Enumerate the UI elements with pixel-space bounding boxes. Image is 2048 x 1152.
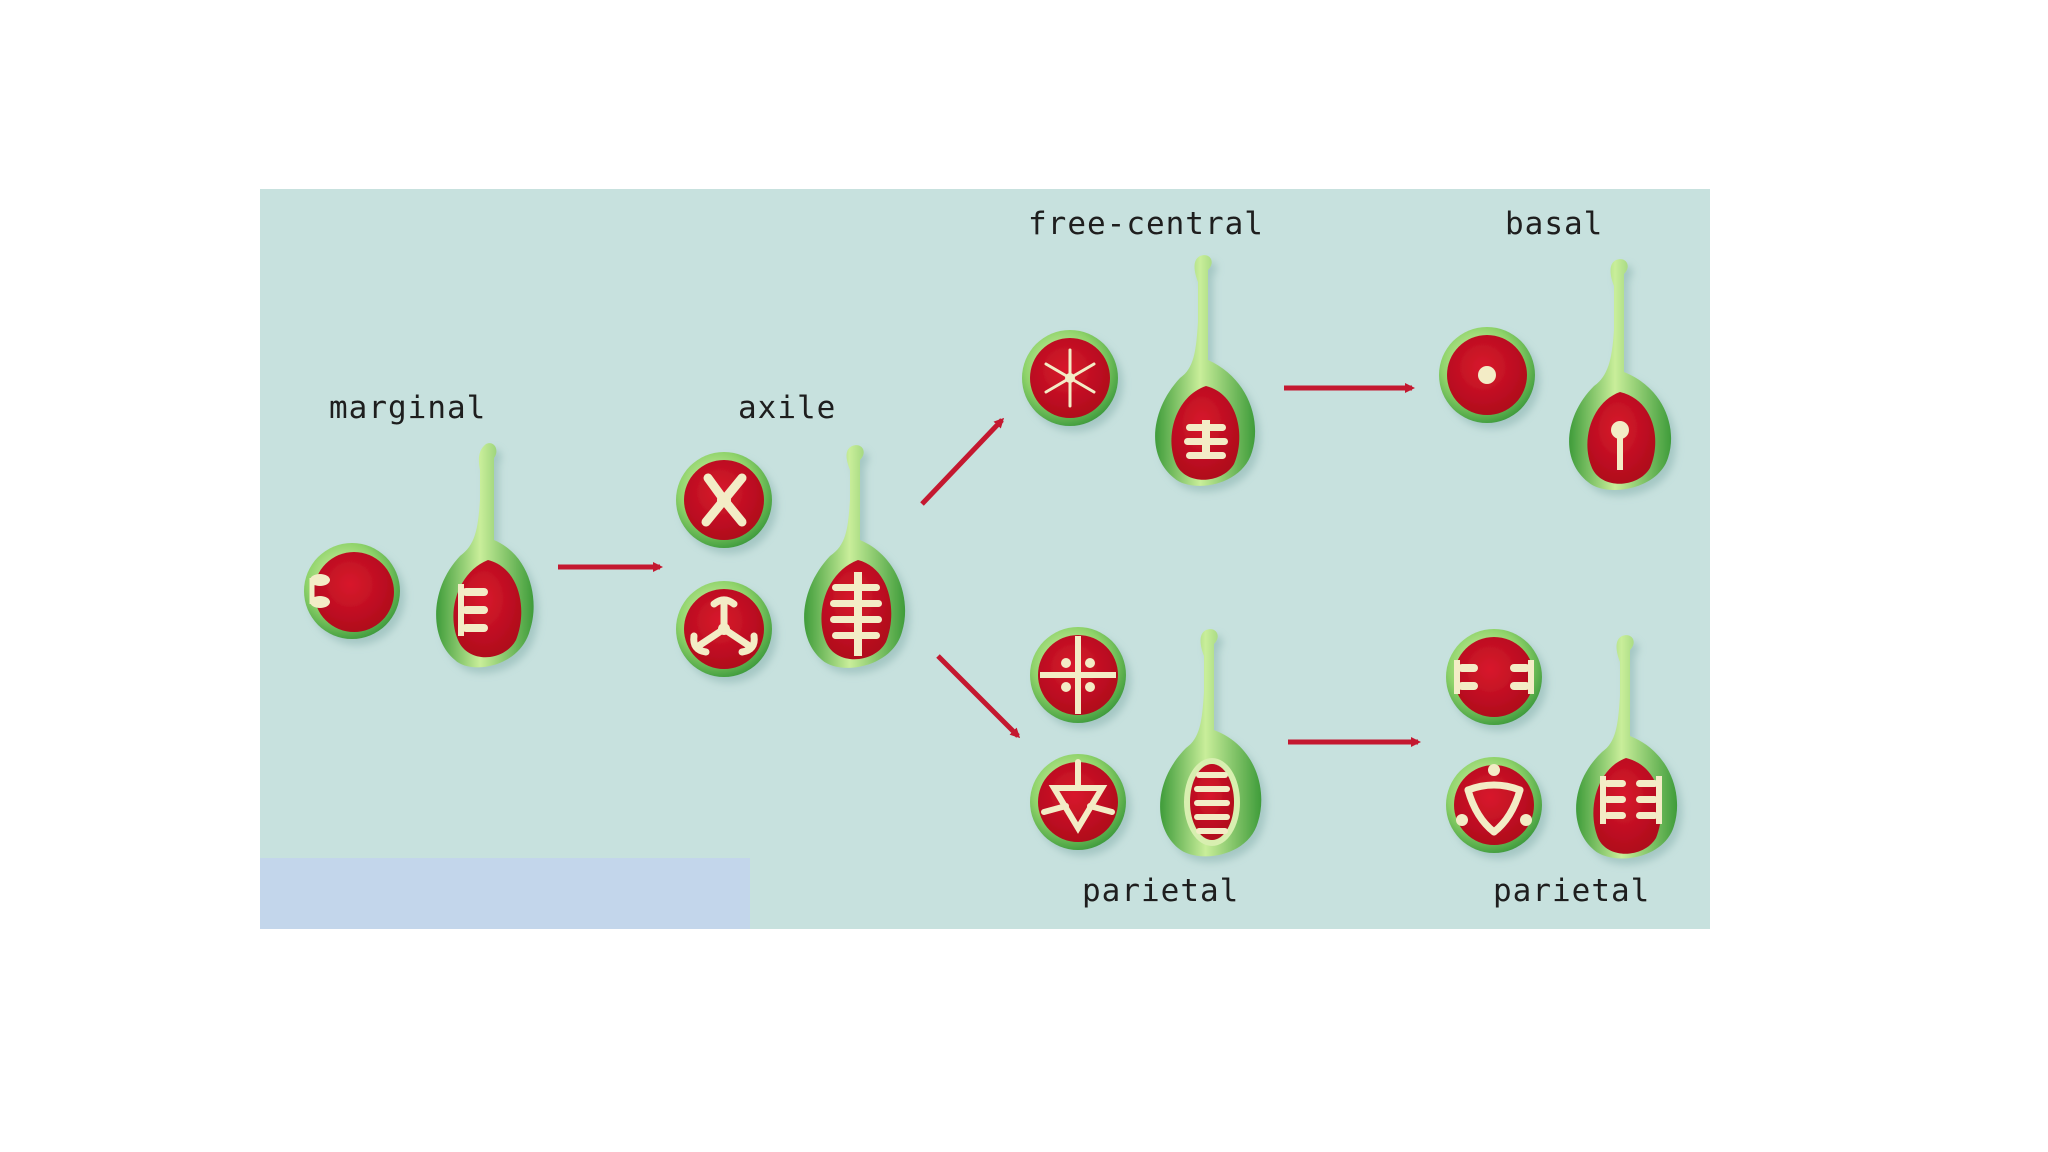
label-marginal: marginal bbox=[329, 390, 487, 426]
basal-pistil bbox=[1569, 259, 1672, 490]
axile-cross-section-2 bbox=[676, 581, 772, 677]
arrow-axile-to-parietal bbox=[936, 654, 1021, 739]
label-basal: basal bbox=[1505, 206, 1604, 242]
marginal-cross-section bbox=[304, 543, 400, 639]
axile-cross-section-1 bbox=[676, 452, 772, 548]
parietal-right-cross-section-2 bbox=[1446, 757, 1542, 853]
parietal-right-pistil bbox=[1576, 635, 1678, 859]
label-free-central: free-central bbox=[1028, 206, 1264, 242]
overlay-box bbox=[260, 858, 750, 929]
parietal-cross-section-1 bbox=[1030, 627, 1126, 723]
free-central-cross-section bbox=[1022, 330, 1118, 426]
label-parietal-middle: parietal bbox=[1082, 873, 1240, 909]
axile-pistil bbox=[804, 445, 906, 668]
label-parietal-right: parietal bbox=[1493, 873, 1651, 909]
parietal-right-cross-section-1 bbox=[1446, 629, 1542, 725]
basal-cross-section bbox=[1439, 327, 1535, 423]
parietal-pistil-1 bbox=[1160, 629, 1262, 857]
marginal-pistil bbox=[436, 443, 534, 668]
parietal-cross-section-2 bbox=[1030, 754, 1126, 850]
arrow-axile-to-free-central bbox=[920, 417, 1005, 506]
free-central-pistil bbox=[1155, 255, 1256, 486]
label-axile: axile bbox=[738, 390, 837, 426]
